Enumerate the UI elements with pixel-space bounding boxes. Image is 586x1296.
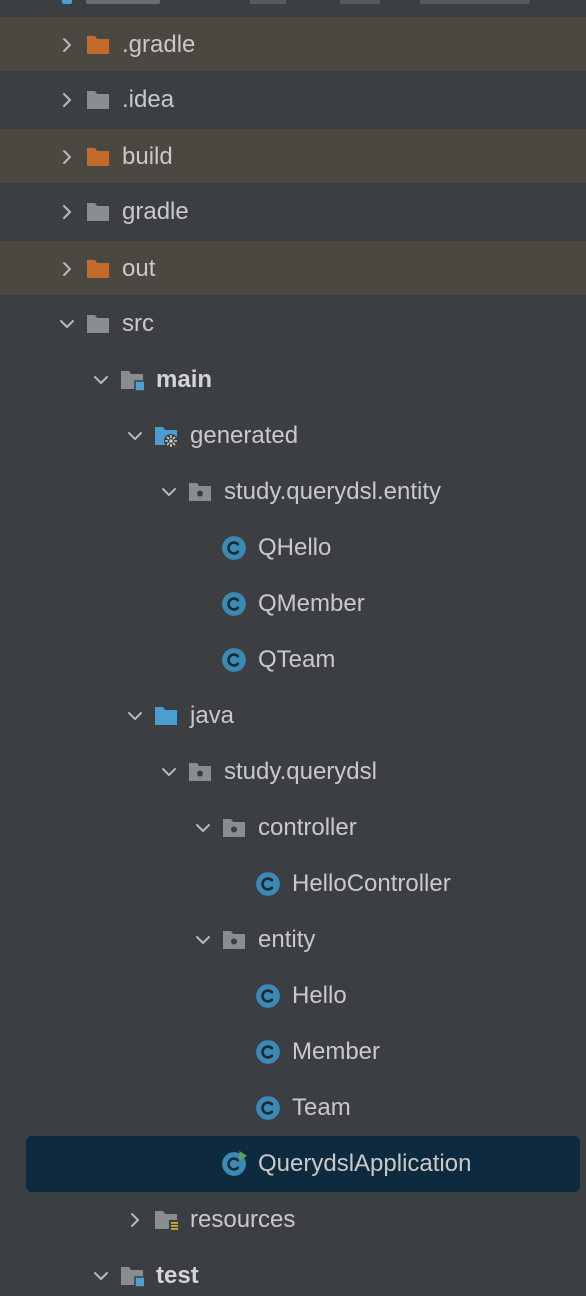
tree-item-label: java — [190, 702, 235, 729]
tree-item-label: QuerydslApplication — [258, 1150, 472, 1177]
tree-item-label: QHello — [258, 534, 332, 561]
chevron-down-icon[interactable] — [92, 1267, 110, 1285]
tree-row-study-querydsl-entity[interactable]: study.querydsl.entity — [0, 464, 586, 520]
generated-sources-folder-icon — [154, 424, 178, 448]
chevron-down-icon[interactable] — [58, 315, 76, 333]
tree-item-label: Hello — [292, 982, 347, 1009]
tree-row-java[interactable]: java — [0, 688, 586, 744]
tree-row-qmember[interactable]: QMember — [0, 576, 586, 632]
tree-item-label: build — [122, 143, 173, 170]
tree-item-label: .gradle — [122, 31, 196, 58]
path-fragment — [420, 0, 530, 4]
selection-highlight — [26, 1136, 580, 1192]
class-icon — [256, 1040, 280, 1064]
chevron-right-icon[interactable] — [126, 1211, 144, 1229]
tree-row-member[interactable]: Member — [0, 1024, 586, 1080]
tree-row-qhello[interactable]: QHello — [0, 520, 586, 576]
tree-row-generated[interactable]: generated — [0, 408, 586, 464]
tree-row-gradle[interactable]: .gradle — [0, 16, 586, 72]
chevron-down-icon[interactable] — [92, 371, 110, 389]
tree-item-label: out — [122, 255, 156, 282]
source-folder-icon — [154, 704, 178, 728]
path-fragment — [340, 0, 380, 4]
tree-row-src[interactable]: src — [0, 296, 586, 352]
tree-row-resources[interactable]: resources — [0, 1192, 586, 1248]
class-icon — [256, 872, 280, 896]
tree-item-label: entity — [258, 926, 316, 953]
folder-excluded-icon — [86, 145, 110, 169]
tree-item-label: Member — [292, 1038, 381, 1065]
tree-item-label: controller — [258, 814, 357, 841]
tree-row-test[interactable]: test — [0, 1248, 586, 1296]
tree-row-gradle[interactable]: gradle — [0, 184, 586, 240]
chevron-right-icon[interactable] — [58, 260, 76, 278]
folder-icon — [86, 312, 110, 336]
tree-item-label: gradle — [122, 198, 189, 225]
tree-row-team[interactable]: Team — [0, 1080, 586, 1136]
chevron-down-icon[interactable] — [126, 707, 144, 725]
path-fragment — [250, 0, 286, 4]
module-marker — [62, 0, 72, 4]
tree-row-out[interactable]: out — [0, 240, 586, 296]
package-icon — [222, 816, 246, 840]
tree-item-label: study.querydsl — [224, 758, 377, 785]
package-icon — [222, 928, 246, 952]
tree-row-querydslapplication[interactable]: QuerydslApplication — [0, 1136, 586, 1192]
tree-item-label: QMember — [258, 590, 365, 617]
folder-excluded-icon — [86, 257, 110, 281]
tree-row-hello[interactable]: Hello — [0, 968, 586, 1024]
tree-row-qteam[interactable]: QTeam — [0, 632, 586, 688]
chevron-right-icon[interactable] — [58, 148, 76, 166]
tree-row-entity[interactable]: entity — [0, 912, 586, 968]
package-icon — [188, 760, 212, 784]
resources-folder-icon — [154, 1208, 179, 1232]
package-icon — [188, 480, 212, 504]
tree-item-label: study.querydsl.entity — [224, 478, 441, 505]
class-icon — [256, 1096, 280, 1120]
tree-item-label: resources — [190, 1206, 296, 1233]
class-icon — [222, 536, 246, 560]
tree-row-study-querydsl[interactable]: study.querydsl — [0, 744, 586, 800]
class-icon — [222, 648, 246, 672]
module-folder-icon — [120, 1264, 146, 1288]
tree-item-label: generated — [190, 422, 299, 449]
project-name-fragment — [86, 0, 160, 4]
project-tree: .gradle .idea build gradle out src main gener… — [0, 16, 586, 1296]
chevron-down-icon[interactable] — [126, 427, 144, 445]
chevron-down-icon[interactable] — [194, 819, 212, 837]
chevron-right-icon[interactable] — [58, 36, 76, 54]
tree-item-label: src — [122, 310, 154, 337]
class-icon — [222, 592, 246, 616]
tree-item-label: QTeam — [258, 646, 336, 673]
folder-excluded-icon — [86, 33, 110, 57]
tree-row-idea[interactable]: .idea — [0, 72, 586, 128]
chevron-down-icon[interactable] — [160, 763, 178, 781]
tree-row-controller[interactable]: controller — [0, 800, 586, 856]
class-icon — [256, 984, 280, 1008]
folder-icon — [86, 200, 110, 224]
folder-icon — [86, 88, 110, 112]
tree-item-label: HelloController — [292, 870, 451, 897]
tree-row-build[interactable]: build — [0, 128, 586, 184]
tree-item-label: .idea — [122, 86, 175, 113]
module-folder-icon — [120, 368, 146, 392]
tree-item-label: Team — [292, 1094, 351, 1121]
chevron-right-icon[interactable] — [58, 91, 76, 109]
tree-row-hellocontroller[interactable]: HelloController — [0, 856, 586, 912]
top-toolbar-cut-off — [0, 0, 586, 16]
chevron-down-icon[interactable] — [194, 931, 212, 949]
runnable-class-icon — [222, 1151, 247, 1176]
tree-item-label: main — [156, 366, 213, 393]
tree-row-main[interactable]: main — [0, 352, 586, 408]
tree-item-label: test — [156, 1262, 199, 1289]
chevron-right-icon[interactable] — [58, 203, 76, 221]
chevron-down-icon[interactable] — [160, 483, 178, 501]
